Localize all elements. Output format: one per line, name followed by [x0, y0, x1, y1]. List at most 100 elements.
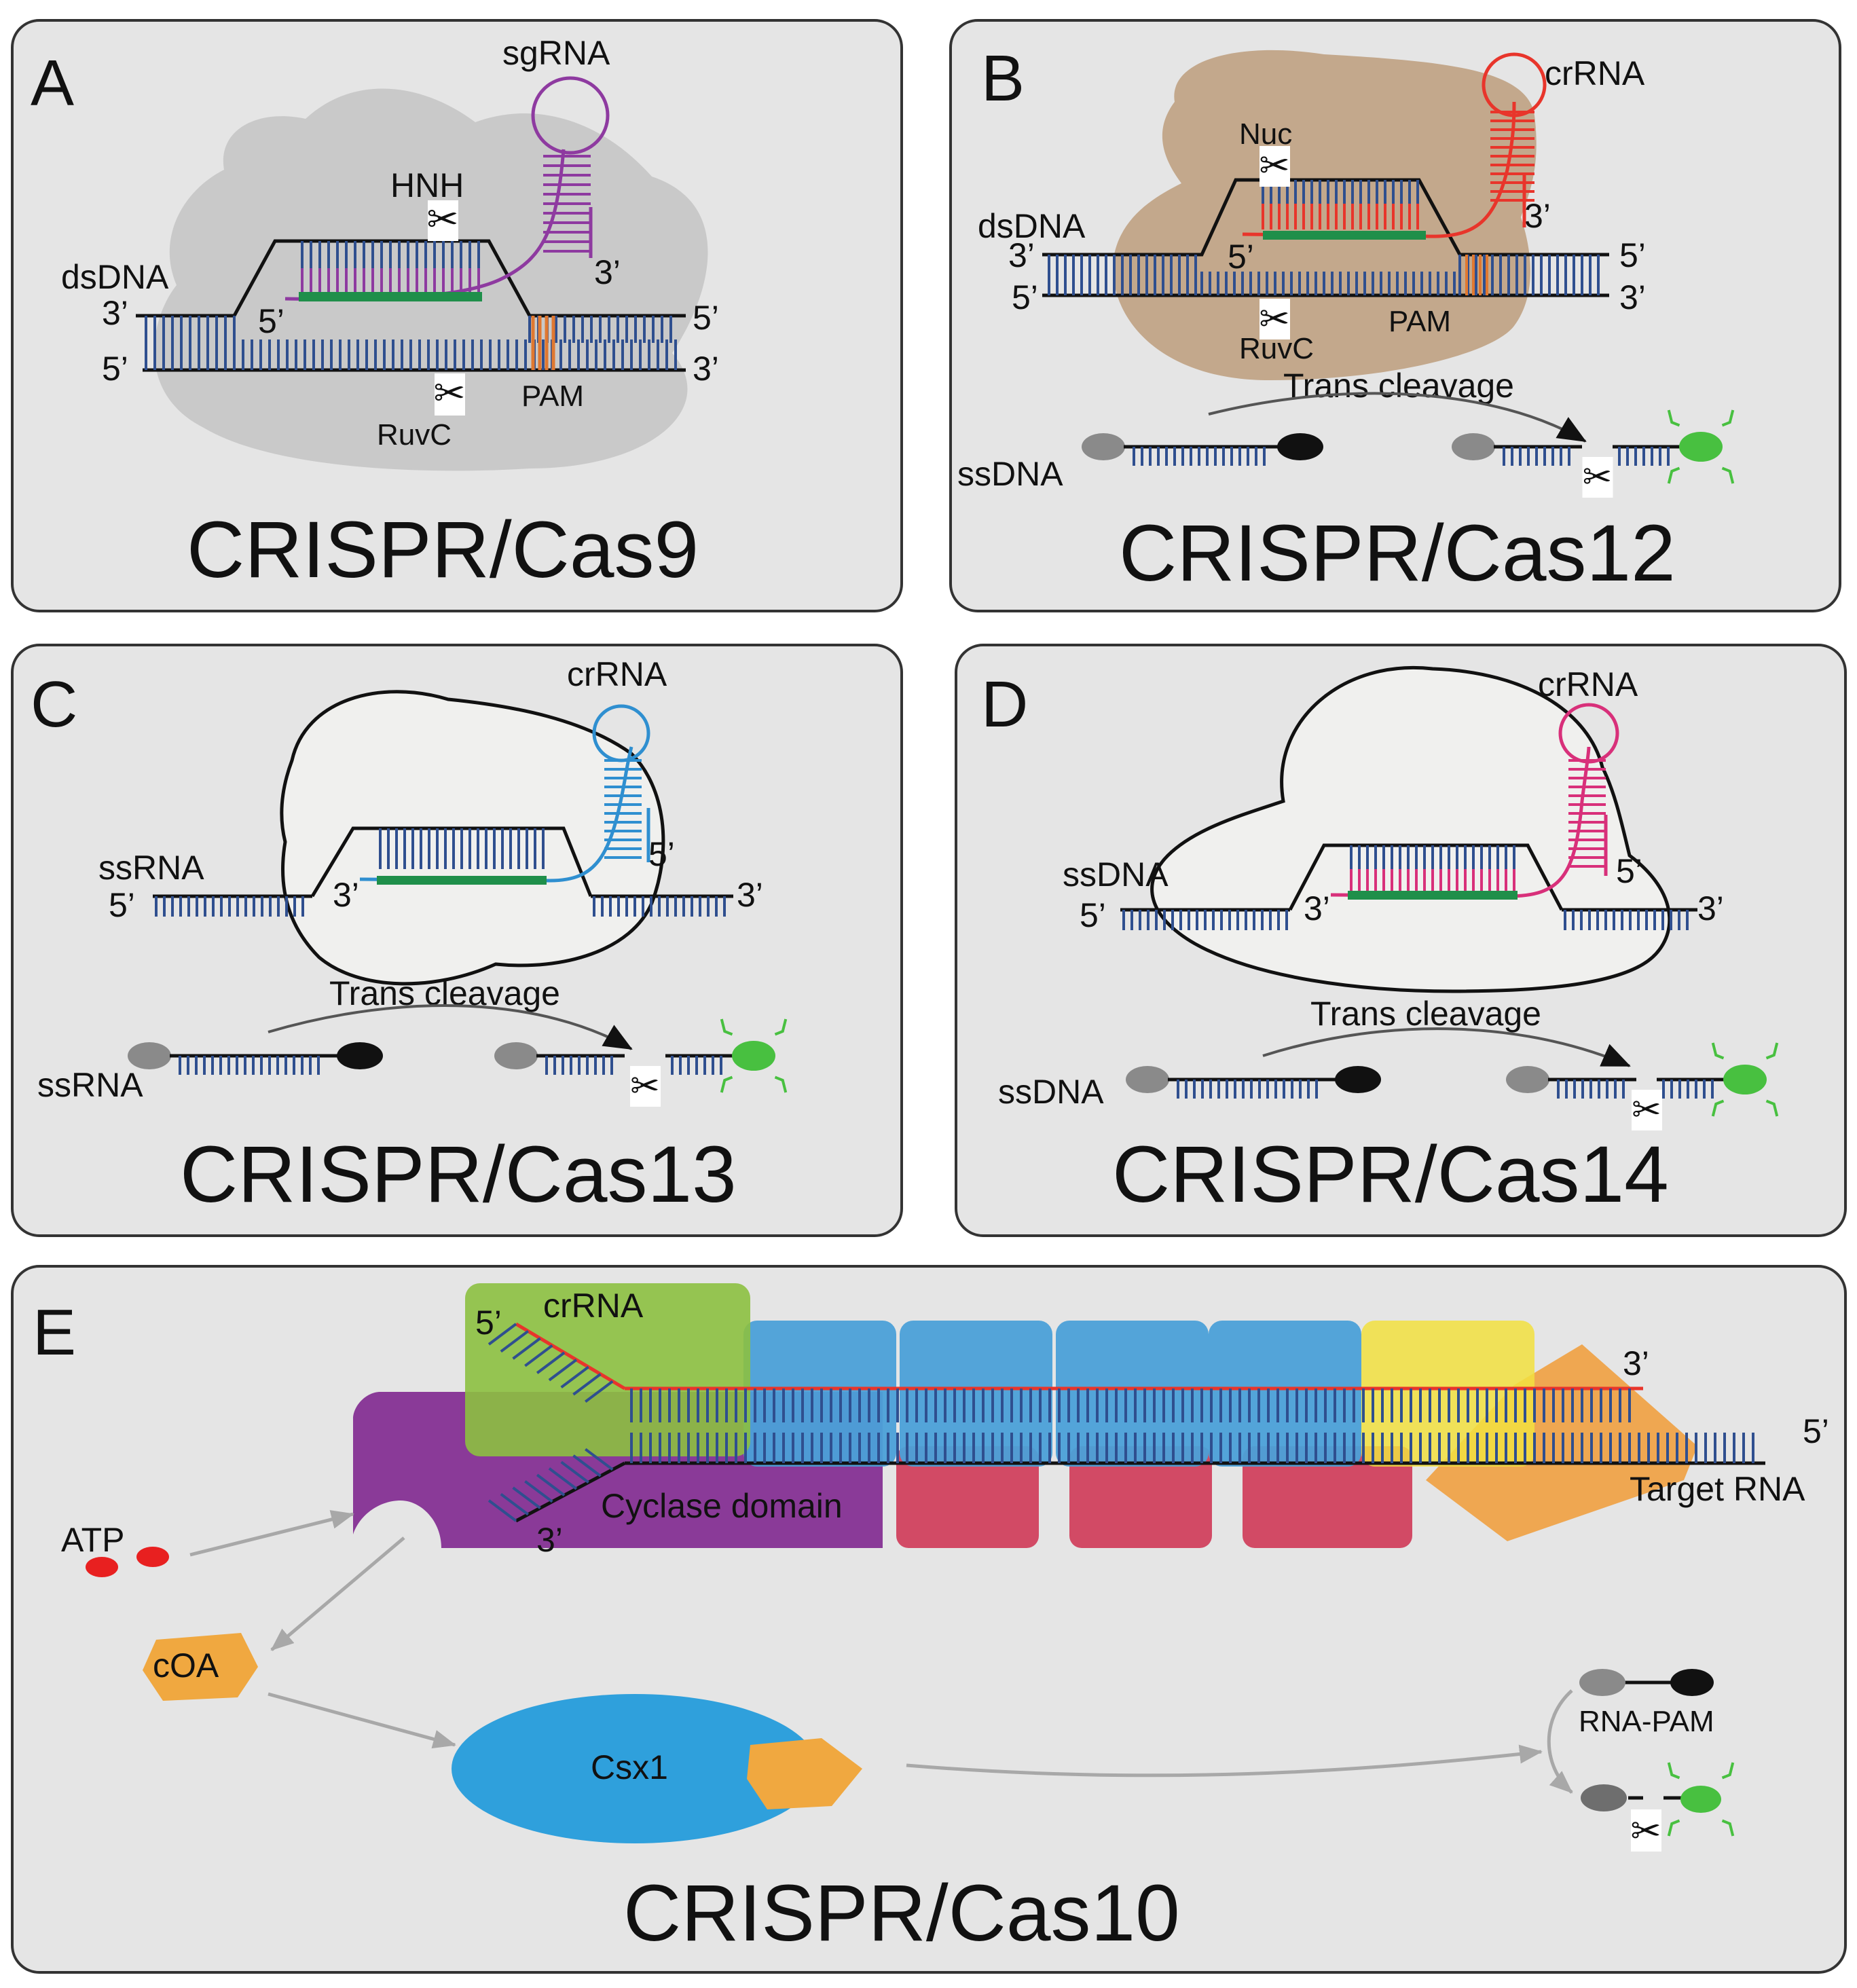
cleaved-grey-end: [1452, 433, 1495, 460]
end-3-label: 3’: [1008, 236, 1035, 274]
scissors-bg: [1582, 457, 1613, 498]
cyclase-to-coa-arrow: [270, 1536, 405, 1651]
panel-c: C crRNA ssRNA 5’ 3’ 5’ 3’ Trans cleavage…: [11, 644, 903, 1237]
a-pam-ticks: [531, 316, 555, 370]
fluorescence-spark-icon: [1721, 409, 1735, 427]
fluorescent-end: [1679, 432, 1723, 462]
sgrna-5-end-label: 5’: [258, 302, 284, 340]
trans-cleavage-label: Trans cleavage: [1283, 367, 1514, 405]
panel-e-title: CRISPR/Cas10: [623, 1869, 1180, 1958]
atp-molecule: [136, 1547, 169, 1567]
c-crrna-loop: [592, 704, 650, 762]
c-rna-ticks: [155, 759, 726, 917]
panel-c-letter: C: [31, 668, 77, 741]
sgrna-label: sgRNA: [502, 34, 610, 72]
csm-blue-block: [1209, 1321, 1361, 1467]
ssrna-label: ssRNA: [98, 849, 204, 887]
fluorescence-spark-icon: [1721, 1819, 1735, 1837]
csm-blue-block: [1056, 1321, 1209, 1467]
scissors-icon: ✂: [1583, 458, 1613, 497]
coa-molecule: [143, 1633, 258, 1701]
fluorescence-spark-icon: [720, 1075, 733, 1093]
crrna-5-end-label: 5’: [648, 835, 675, 873]
panel-d-title: CRISPR/Cas14: [1112, 1130, 1669, 1219]
e-duplex-ticks: [488, 1323, 1754, 1522]
panel-e-letter: E: [33, 1296, 76, 1369]
reporter-grey-end: [1082, 433, 1125, 460]
dsdna-label: dsDNA: [978, 207, 1086, 245]
panel-d: D crRNA ssDNA 5’ 3’ 5’ 3’ Trans cleavage…: [955, 644, 1847, 1237]
end-3-label: 3’: [333, 876, 359, 914]
crrna-tail-tick: [488, 1323, 517, 1346]
end-5-label: 5’: [102, 350, 128, 388]
crrna-tail-tick: [500, 1329, 529, 1353]
b-guide-target: [1263, 231, 1426, 240]
b-nuc-scissors-bg: [1260, 146, 1290, 187]
cleaved-grey-end: [1506, 1066, 1549, 1093]
b-crrna-loop: [1482, 52, 1547, 117]
panel-b-letter: B: [981, 42, 1025, 115]
trans-cleavage-label: Trans cleavage: [1310, 995, 1541, 1033]
crrna-label: crRNA: [543, 1287, 644, 1325]
target-tail-tick: [488, 1499, 517, 1522]
rna-pam-label: RNA-PAM: [1579, 1705, 1714, 1738]
reporter-quencher-black: [1670, 1669, 1714, 1696]
csm3-block: [896, 1446, 1039, 1548]
b-trans-arrow: [1208, 392, 1587, 443]
end-5-right-label: 5’: [693, 299, 719, 337]
fluorescent-end: [1723, 1065, 1767, 1094]
target-tail-tick: [548, 1467, 578, 1490]
fluorescence-spark-icon: [720, 1018, 733, 1036]
hnh-label: HNH: [390, 166, 464, 204]
csx1-to-reporter-arrow: [906, 1744, 1543, 1778]
end-5-right-label: 5’: [1619, 236, 1646, 274]
coa-label: cOA: [153, 1646, 219, 1685]
panel-e: E 5’ crRNA 3’ 3’ 5’ Cyclase domain Targe…: [11, 1265, 1847, 1974]
target-tail-tick: [500, 1492, 529, 1516]
crrna-label: crRNA: [1545, 54, 1645, 92]
cyclase-domain-label: Cyclase domain: [601, 1487, 843, 1525]
crrna-tail-tick: [524, 1344, 553, 1367]
scissors-icon: ✂: [630, 1067, 660, 1106]
dsdna-label: dsDNA: [61, 258, 169, 296]
b-reporter: ✂: [1082, 409, 1735, 498]
fluorescence-spark-icon: [1711, 1099, 1725, 1117]
fluorescence-spark-icon: [1721, 466, 1735, 484]
end-3-right-label: 3’: [737, 876, 763, 914]
fluorescence-spark-icon: [1667, 1762, 1735, 1837]
scissors-icon: ✂: [434, 371, 466, 414]
reporter-quencher: [1335, 1066, 1381, 1093]
csx1-label: Csx1: [591, 1748, 668, 1786]
end-5-label: 5’: [1012, 278, 1038, 316]
reporter-grey-end: [1126, 1066, 1169, 1093]
crrna-3-end-label: 3’: [1623, 1344, 1649, 1382]
a-sgrna-stem: [543, 155, 591, 253]
a-sgrna-loop: [531, 76, 610, 155]
fluorescence-spark-icon: [774, 1018, 788, 1036]
target-tail-tick: [536, 1473, 566, 1496]
a-flank-ticks-right: [528, 316, 672, 343]
panel-a: A sgRNA HNH dsDNA 3’ 5’ 5’ 3’ 5’ 3’ PAM …: [11, 19, 903, 612]
target-tail-tick: [512, 1486, 541, 1509]
scissors-icon: ✂: [1259, 145, 1289, 186]
b-dna-ticks: [1048, 111, 1600, 295]
fluorescence-spark-icon: [1765, 1042, 1779, 1060]
crrna-tail-tick: [560, 1365, 589, 1388]
reporter-quencher: [1277, 433, 1323, 460]
crrna-tail-tick: [585, 1380, 614, 1403]
end-3-right-label: 3’: [693, 350, 719, 388]
sgrna-3-end-label: 3’: [594, 253, 621, 291]
ssdna-reporter-label: ssDNA: [998, 1073, 1104, 1111]
a-target-strand-ticks: [301, 241, 480, 268]
reporter-quencher-grey: [1579, 1669, 1625, 1696]
cleavage-arrow: [1547, 1689, 1573, 1794]
panel-b-title: CRISPR/Cas12: [1119, 509, 1676, 598]
crrna-label: crRNA: [1538, 665, 1638, 703]
ssrna-reporter-label: ssRNA: [37, 1066, 143, 1104]
reporter-grey-end: [128, 1042, 171, 1069]
fluorescence-spark-icon: [1711, 1042, 1725, 1060]
crrna-3-end-label: 3’: [1524, 197, 1551, 235]
fluorescence-spark-icon: [1765, 1099, 1779, 1117]
pam-label: PAM: [1389, 305, 1451, 338]
